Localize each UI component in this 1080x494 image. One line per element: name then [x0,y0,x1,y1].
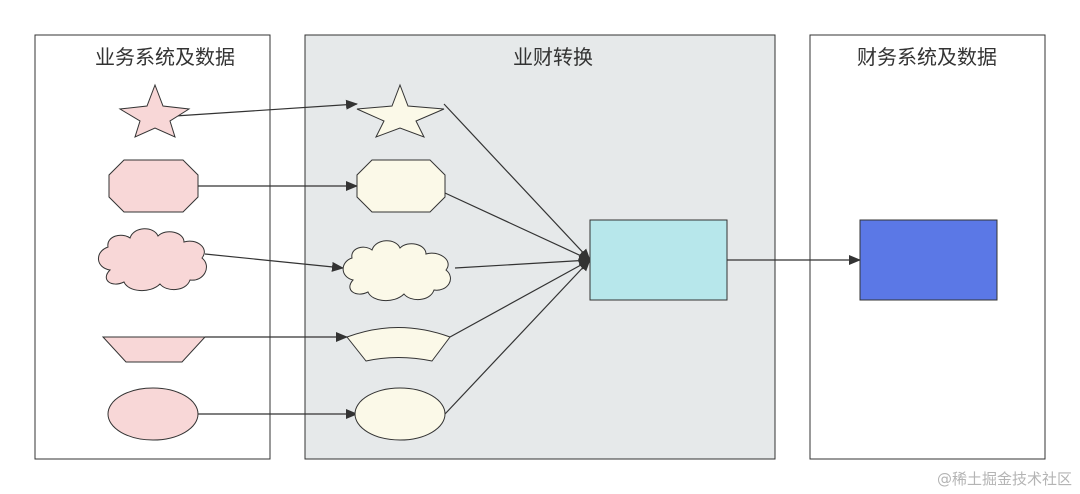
watermark-text: @稀土掘金技术社区 [937,470,1072,488]
finance-target-box [859,219,998,301]
source-star-shape [118,83,191,138]
source-octagon-shape [108,159,199,213]
transform-octagon-shape [356,159,446,213]
transform-star-shape [356,83,445,138]
finance-lane-title: 财务系统及数据 [857,45,997,69]
edge-star-hub [443,103,591,261]
business-lane-title: 业务系统及数据 [95,45,235,69]
edge-cloud [204,253,344,272]
edge-octagon-hub [444,192,591,261]
transform-cloud-shape [342,240,451,301]
edge-star [174,99,358,117]
edge-trapezoid-hub [449,259,591,338]
source-trapezoid-shape [101,336,207,363]
source-ellipse-shape [107,387,199,441]
source-cloud-shape [98,228,207,291]
transform-ellipse-shape [354,387,446,441]
transform-trapezoid-shape [346,327,451,362]
transform-hub-box [589,219,728,301]
transform-lane-title: 业财转换 [513,45,593,69]
edge-cloud-hub [454,255,591,269]
edge-ellipse-hub [444,259,591,415]
